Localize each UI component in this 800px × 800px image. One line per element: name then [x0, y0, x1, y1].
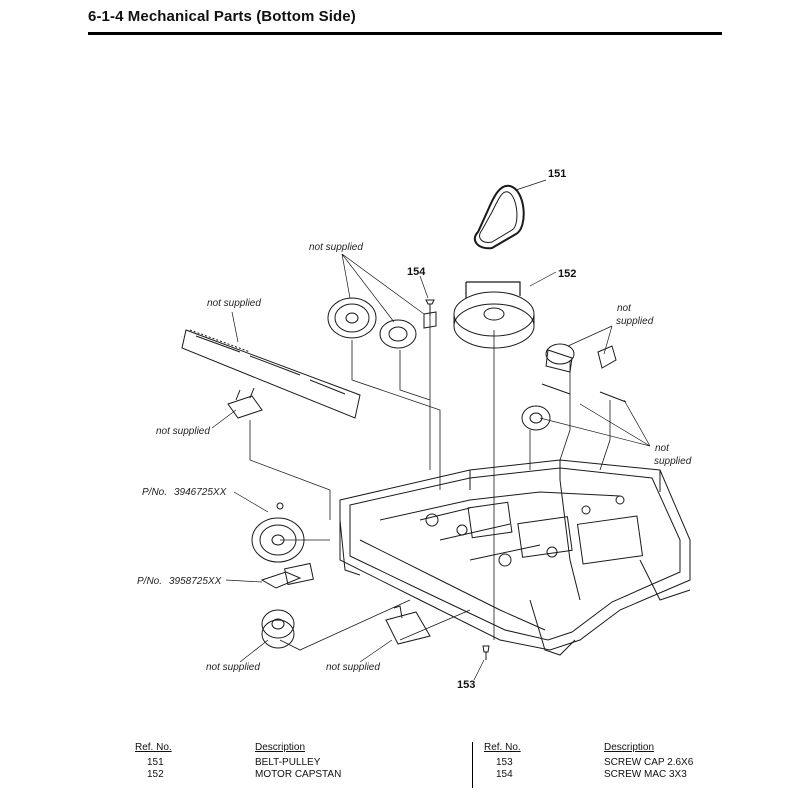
- parts-row: 152 MOTOR CAPSTAN: [135, 769, 341, 781]
- right-gear-assembly: [521, 343, 627, 431]
- parts-table-left: Ref. No. Description 151 BELT-PULLEY 152…: [135, 742, 341, 781]
- screw-153: [482, 645, 490, 660]
- ref-no-cell: 152: [147, 769, 164, 780]
- not-label-right-top: not: [617, 303, 632, 314]
- parts-table-header: Ref. No. Description: [135, 742, 341, 753]
- pno-value-2: 3958725XX: [169, 576, 222, 587]
- ref-no-cell: 154: [496, 769, 513, 780]
- lever-3958725: [260, 562, 314, 589]
- pno-value-1: 3946725XX: [174, 487, 227, 498]
- description-cell: BELT-PULLEY: [255, 757, 321, 768]
- page-header: 6-1-4 Mechanical Parts (Bottom Side): [88, 8, 722, 35]
- leader-lines: [249, 312, 611, 651]
- large-gear: [327, 297, 377, 339]
- lower-bracket: [385, 605, 431, 645]
- mechanism-chassis: [339, 459, 691, 656]
- screw-154: [423, 299, 437, 329]
- not-supplied-label-bracket: not supplied: [156, 426, 210, 437]
- pno-prefix-2: P/No.: [137, 576, 162, 587]
- table-divider: [472, 742, 473, 788]
- not-supplied-label-lower-gear: not supplied: [206, 662, 260, 673]
- supplied-label-right-mid: supplied: [654, 456, 692, 467]
- description-cell: SCREW CAP 2.6X6: [604, 757, 694, 768]
- description-header: Description: [604, 742, 655, 753]
- parts-row: 154 SCREW MAC 3X3: [484, 769, 693, 781]
- not-supplied-label-gears: not supplied: [309, 242, 363, 253]
- belt-pulley-151: [473, 184, 525, 250]
- not-label-right-mid: not: [655, 443, 670, 454]
- ref-label-151: 151: [548, 168, 566, 180]
- ref-label-153: 153: [457, 679, 475, 691]
- ref-no-header: Ref. No.: [135, 742, 172, 753]
- motor-capstan-152: [453, 281, 535, 349]
- description-cell: MOTOR CAPSTAN: [255, 769, 342, 780]
- description-header: Description: [255, 742, 306, 753]
- parts-table-right: Ref. No. Description 153 SCREW CAP 2.6X6…: [484, 742, 693, 781]
- rack-part: [181, 329, 361, 419]
- exploded-parts-diagram: 151 152 154 153 not supplied not supplie…: [137, 168, 692, 691]
- small-gear: [379, 319, 417, 349]
- parts-table-header: Ref. No. Description: [484, 742, 693, 753]
- page-title: 6-1-4 Mechanical Parts (Bottom Side): [88, 8, 356, 25]
- header-rule: [88, 32, 722, 35]
- supplied-label-right-top: supplied: [616, 316, 654, 327]
- ref-label-154: 154: [407, 266, 426, 278]
- ref-no-cell: 153: [496, 757, 513, 768]
- ref-label-152: 152: [558, 268, 576, 280]
- parts-row: 153 SCREW CAP 2.6X6: [484, 757, 693, 769]
- ref-no-cell: 151: [147, 757, 164, 768]
- label-pointers: [211, 179, 651, 681]
- parts-row: 151 BELT-PULLEY: [135, 757, 341, 769]
- not-supplied-label-rack: not supplied: [207, 298, 261, 309]
- lower-gear: [261, 609, 295, 649]
- description-cell: SCREW MAC 3X3: [604, 769, 687, 780]
- bracket-part: [227, 387, 263, 419]
- not-supplied-label-lower-bracket: not supplied: [326, 662, 380, 673]
- ref-no-header: Ref. No.: [484, 742, 521, 753]
- pno-prefix-1: P/No.: [142, 487, 167, 498]
- pulley-gear-3946725: [251, 502, 305, 563]
